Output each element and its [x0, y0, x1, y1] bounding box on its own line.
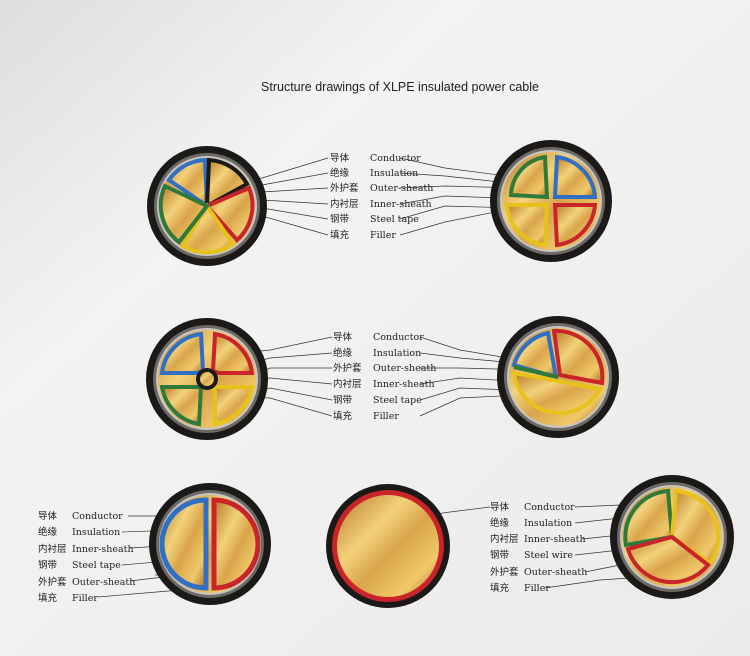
- cable-three-core-steel-wire: [610, 475, 734, 599]
- cable-three-core: [497, 316, 619, 438]
- cable-four-core: [490, 140, 612, 262]
- cable-single-core: [326, 484, 450, 608]
- cable-four-core-centre: [146, 318, 268, 440]
- cable-two-core: [149, 483, 271, 605]
- cable-five-core: [147, 146, 267, 266]
- page-title: Structure drawings of XLPE insulated pow…: [261, 80, 539, 94]
